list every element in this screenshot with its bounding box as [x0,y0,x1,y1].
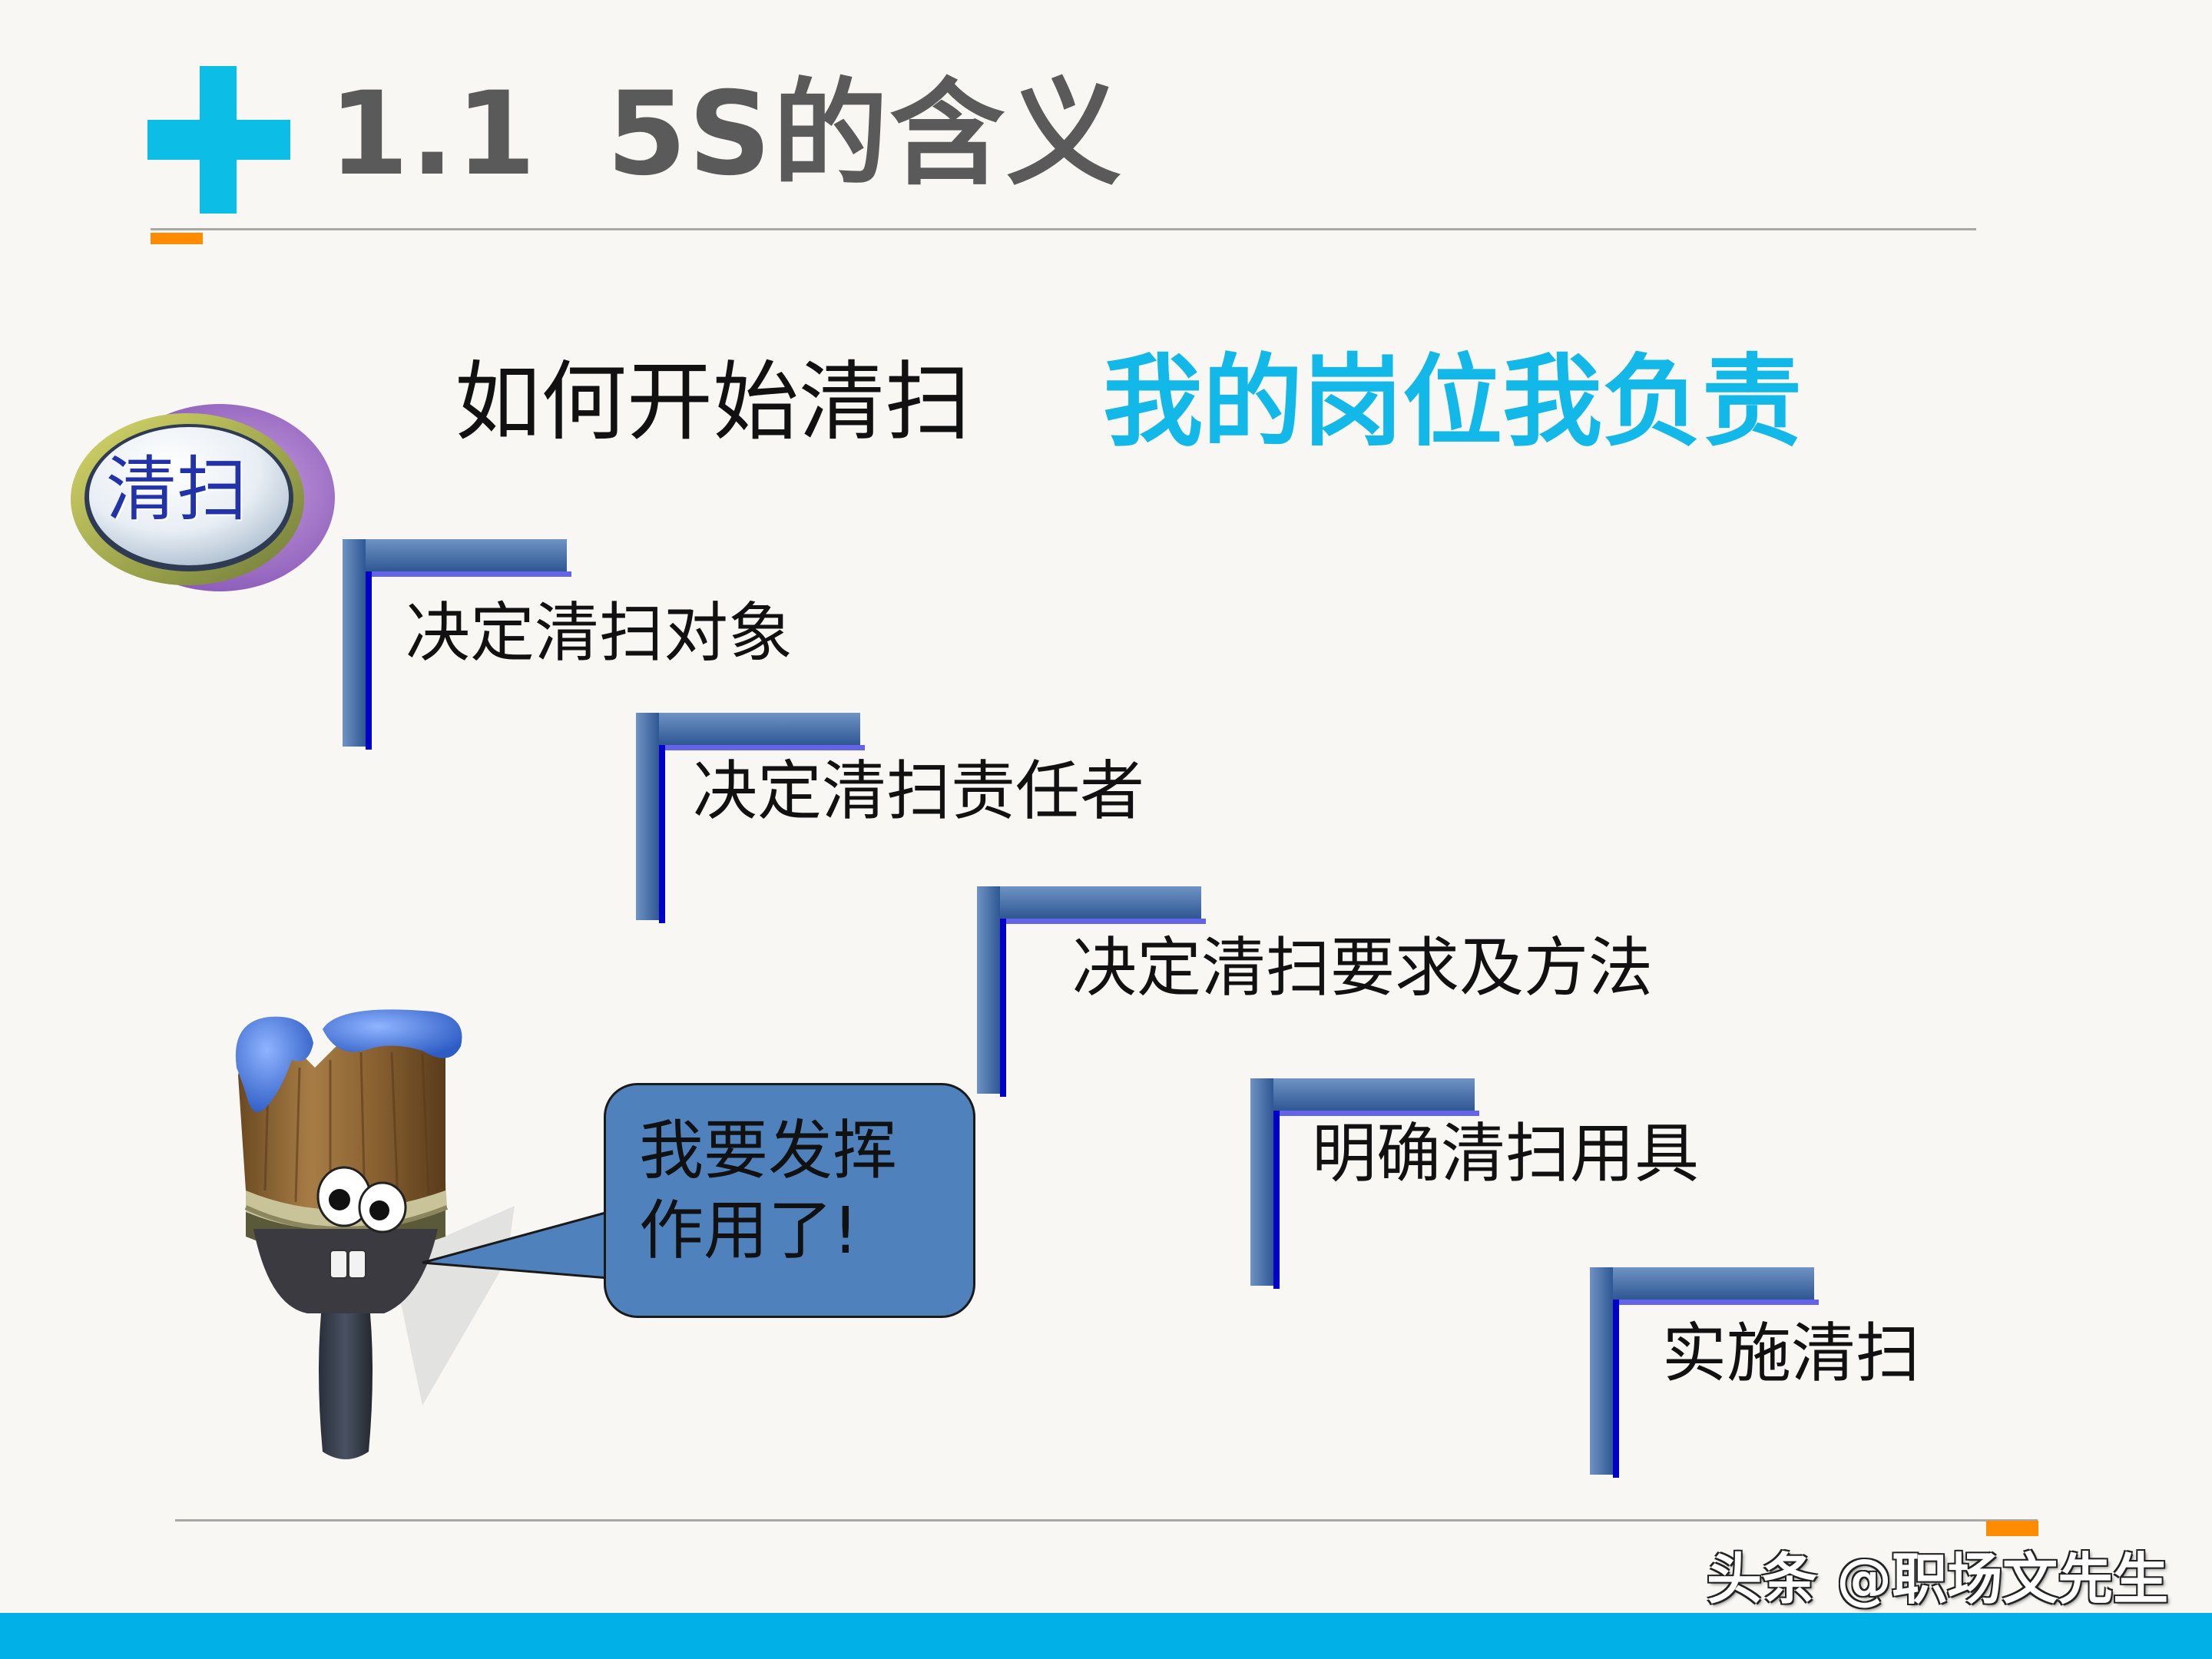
step-4-label: 明确清扫用具 [1312,1116,1700,1191]
step-2-left-bar [636,713,665,923]
title-text: 5S的含义 [606,68,1124,201]
step-3-label: 决定清扫要求及方法 [1072,930,1654,1005]
footer-accent [1986,1521,2038,1536]
step-4-left-bar [1250,1078,1280,1289]
paintbrush-mascot-icon [223,1006,515,1467]
mascot-graphic [235,1009,515,1459]
speech-bubble-line-2: 作用了! [639,1193,859,1268]
subtitle-question: 如何开始清扫 [455,353,971,452]
footer-divider [175,1519,2038,1522]
step-4-top-bar [1250,1078,1479,1116]
step-1-left-bar [343,539,372,750]
speech-bubble-text: 我要发挥 作用了! [639,1111,962,1270]
subtitle-slogan: 我的岗位我负责 [1103,343,1803,460]
plus-icon-horizontal [147,120,290,160]
step-5-left-bar [1590,1267,1619,1478]
badge-graphic [71,404,335,591]
step-2-top-bar [636,713,865,750]
badge-label: 清扫 [106,449,248,531]
header-divider [151,228,1976,230]
speech-bubble [604,1083,975,1318]
speech-bubble-tail [422,1209,613,1283]
footer-band [0,1613,2212,1659]
step-5-label: 实施清扫 [1662,1316,1921,1391]
section-number: 1.1 [329,68,538,201]
badge: 清扫 [66,399,343,607]
step-1-label: 决定清扫对象 [406,595,793,671]
step-1-top-bar [343,539,571,577]
step-3-left-bar [977,886,1006,1097]
speech-bubble-line-1: 我要发挥 [639,1113,898,1188]
watermark: 头条 @职场文先生 [1707,1547,2169,1611]
step-3-top-bar [977,886,1206,924]
step-5-top-bar [1590,1267,1819,1305]
header-accent [151,233,203,244]
step-2-label: 决定清扫责任者 [693,753,1145,829]
